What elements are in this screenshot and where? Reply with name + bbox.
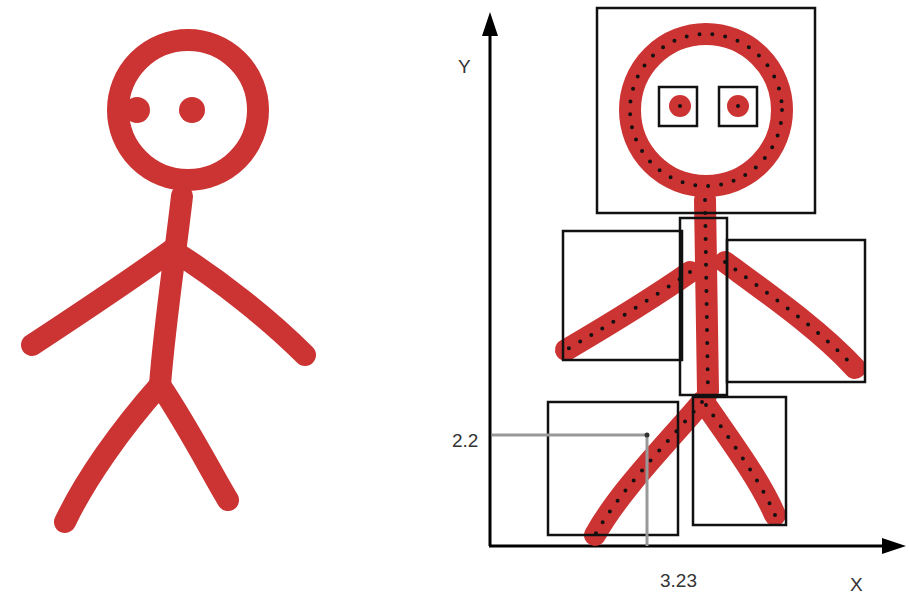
- stick-figure: [566, 34, 855, 535]
- bounding-box: [597, 8, 815, 213]
- point-line: [705, 200, 708, 392]
- axis-label: X: [848, 574, 865, 595]
- head: [630, 34, 782, 186]
- point-line: [630, 34, 782, 186]
- left-leg: [65, 385, 160, 522]
- bounding-box: [563, 231, 682, 360]
- bounding-box: [659, 87, 697, 126]
- x-axis: [489, 545, 890, 548]
- point-line: [566, 272, 690, 350]
- body: [160, 196, 182, 385]
- bounding-boxes: [548, 8, 865, 535]
- stick-figure: [32, 40, 305, 522]
- arrowhead: [882, 538, 906, 554]
- point: [645, 433, 650, 438]
- arrowhead: [482, 12, 498, 36]
- right-leg: [160, 385, 228, 500]
- eye: [124, 97, 150, 123]
- coordinate-value: 3.23: [658, 570, 699, 591]
- point: [678, 104, 682, 108]
- point-line: [725, 262, 855, 368]
- y-axis: [489, 30, 492, 546]
- coordinate-guides: [492, 435, 647, 546]
- eye: [179, 97, 205, 123]
- right-leg: [706, 405, 775, 515]
- body: [705, 200, 708, 392]
- bounding-box: [727, 240, 865, 382]
- point: [736, 104, 740, 108]
- bounding-box: [719, 87, 757, 126]
- eye: [669, 95, 691, 117]
- bounding-box: [548, 402, 678, 535]
- bounding-box: [680, 218, 727, 395]
- point-line: [706, 405, 775, 515]
- axis-label: Y: [456, 56, 473, 77]
- right-arm: [172, 250, 305, 355]
- eye: [727, 95, 749, 117]
- head: [118, 40, 258, 180]
- dotted-points: [566, 34, 855, 535]
- axes: [489, 30, 890, 546]
- left-arm: [566, 272, 690, 350]
- left-arm: [32, 250, 172, 345]
- guide-line: [492, 435, 647, 546]
- coordinate-value: 2.2: [450, 430, 480, 451]
- bounding-box: [693, 397, 786, 525]
- right-arm: [725, 262, 855, 368]
